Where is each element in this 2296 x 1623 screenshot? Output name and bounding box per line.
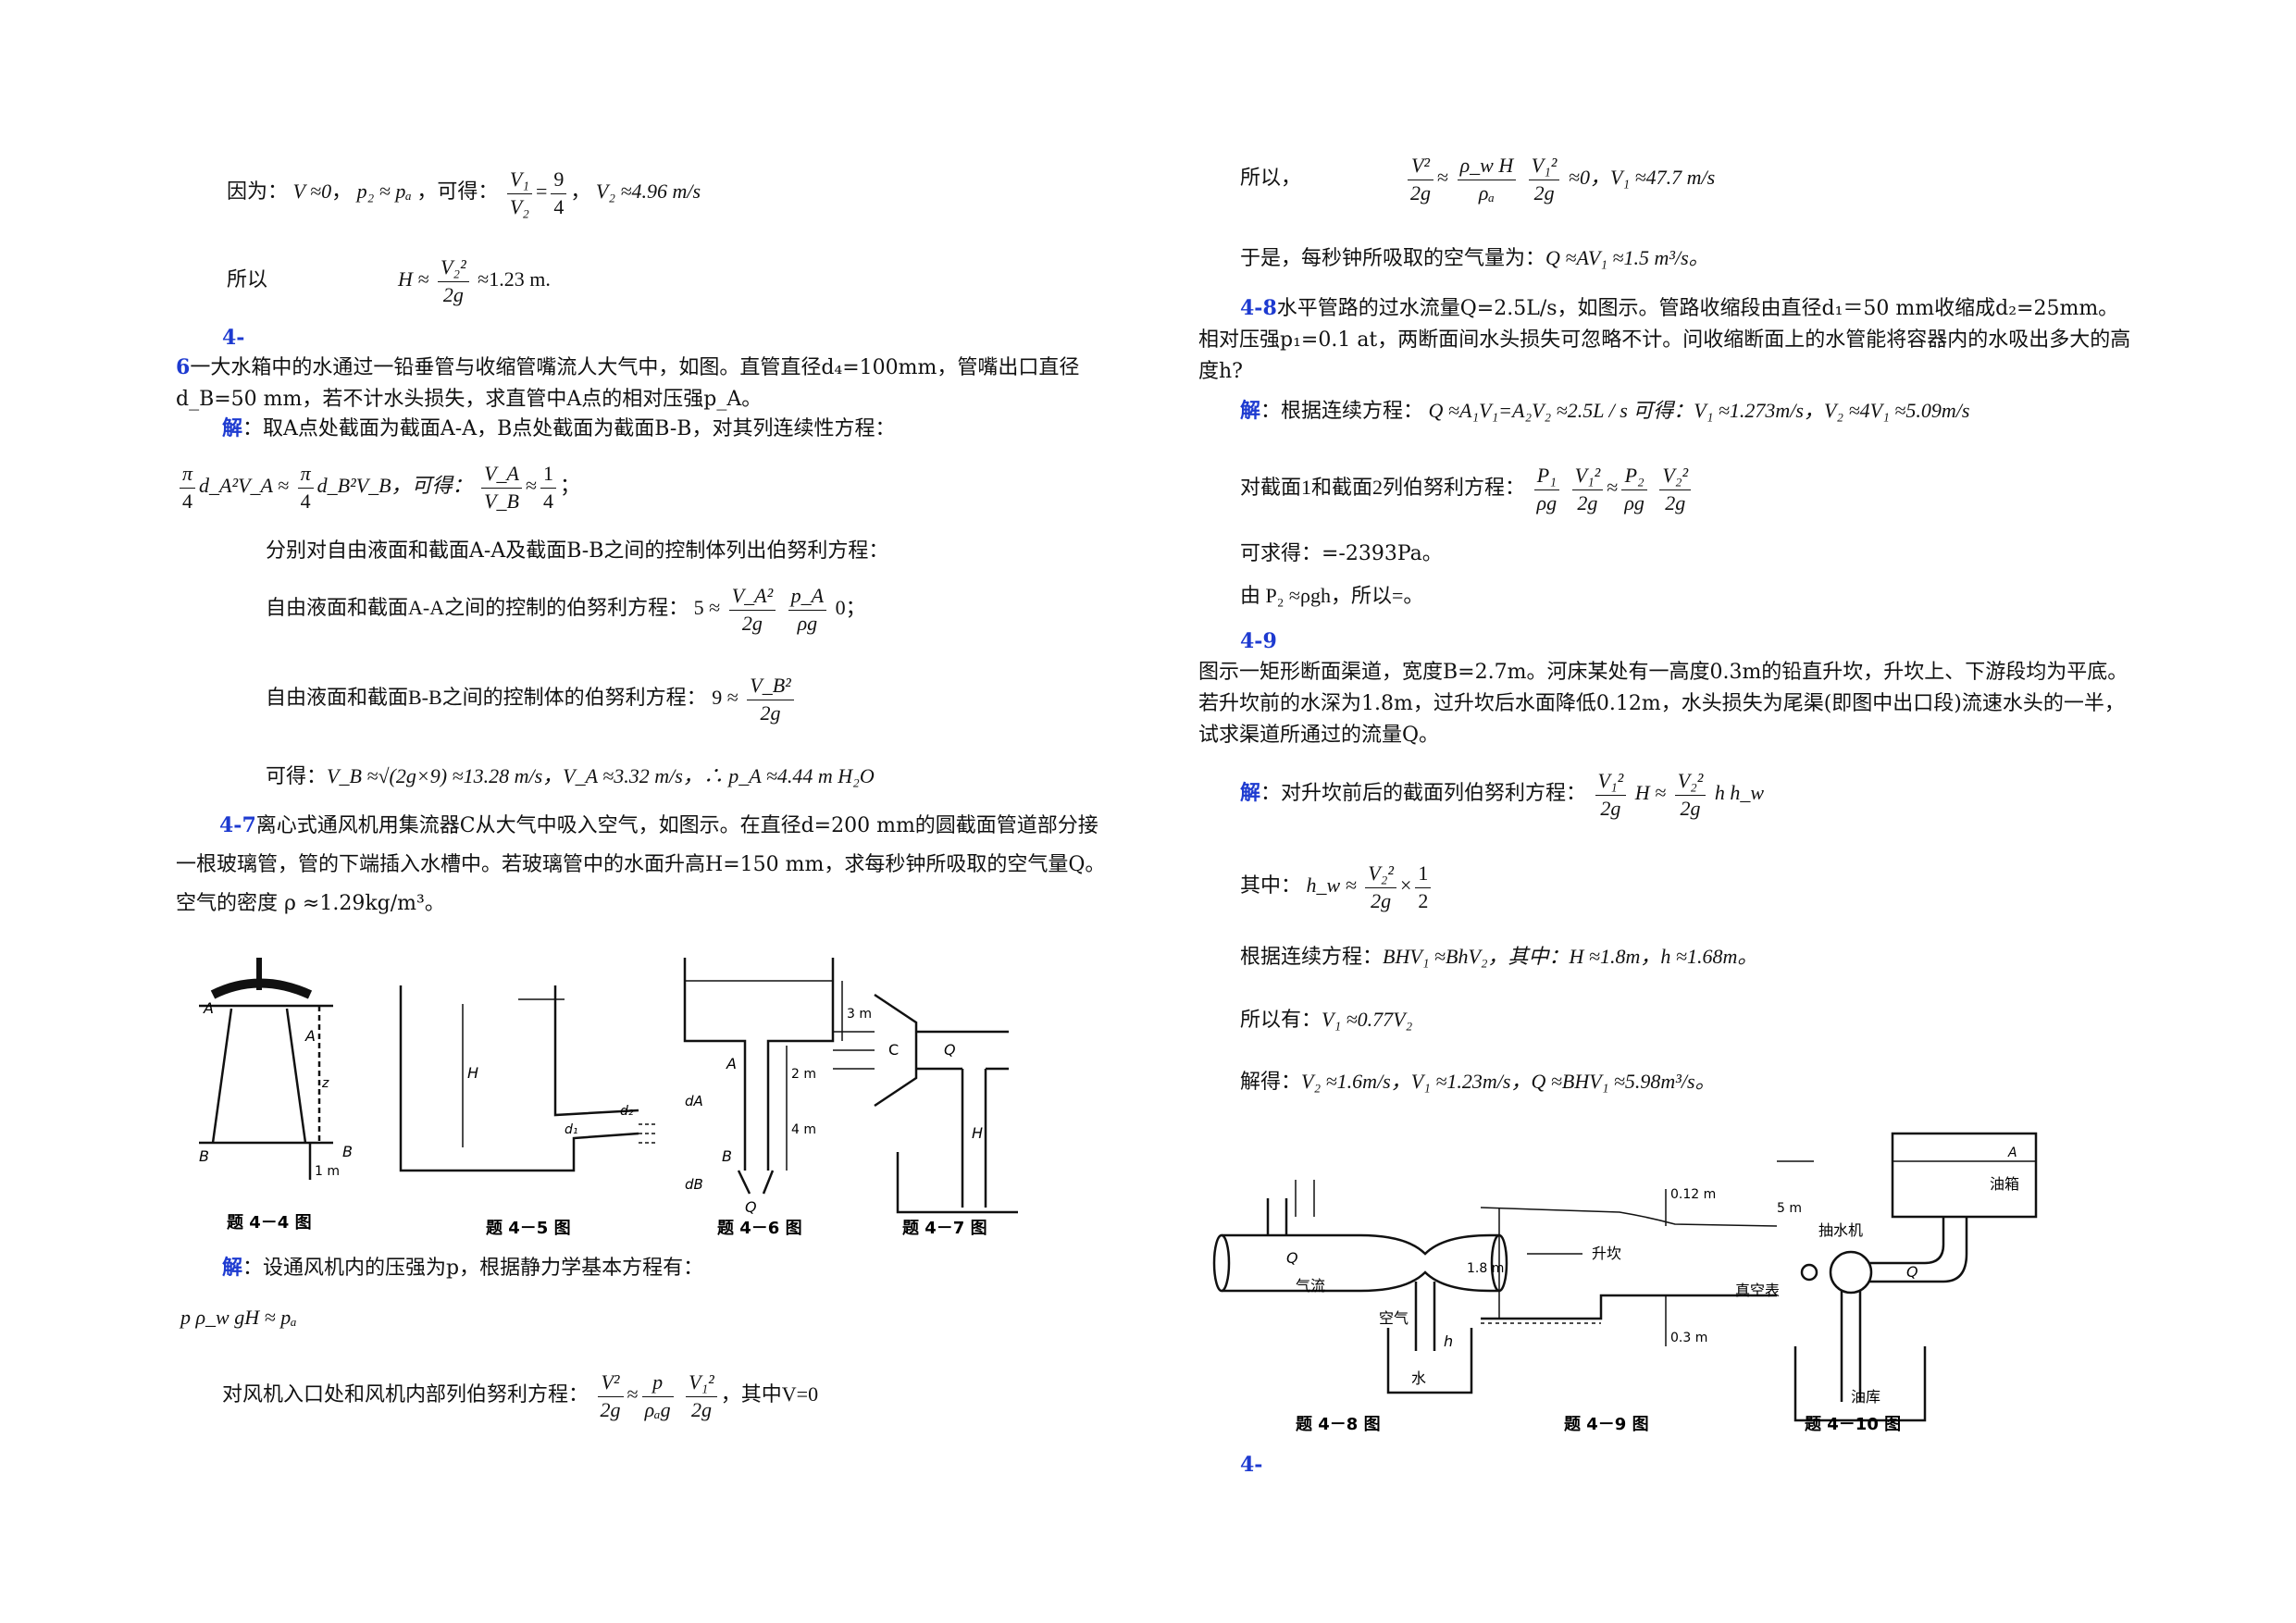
- problem-4-6-text: 6一大水箱中的水通过一铅垂管与收缩管嘴流人大气中，如图。直管直径d₄=100mm…: [176, 355, 1080, 412]
- figure-4-4-to-4-7: A A B B z 1 m 题 4－4 图 H d₁ d₂ 题 4－5 图 3 …: [199, 958, 1018, 1238]
- label-flow: 气流: [1296, 1277, 1325, 1295]
- svg-text:Q: Q: [1906, 1263, 1918, 1281]
- svg-text:4 m: 4 m: [791, 1122, 816, 1137]
- caption-4-5: 题 4－5 图: [486, 1219, 571, 1238]
- svg-text:2 m: 2 m: [791, 1067, 816, 1082]
- svg-text:dA: dA: [685, 1093, 703, 1109]
- svg-text:H: H: [972, 1124, 983, 1142]
- label-water: 水: [1411, 1369, 1426, 1387]
- problem-4-9-text: 图示一矩形断面渠道，宽度B=2.7m。河床某处有一高度0.3m的铅直升坎，升坎上…: [1198, 661, 2128, 748]
- svg-text:3 m: 3 m: [847, 1007, 872, 1022]
- svg-text:B: B: [722, 1147, 732, 1165]
- result-4-8a: 可求得：=-2393Pa。: [1240, 542, 1443, 565]
- label-air: 空气: [1379, 1309, 1409, 1327]
- svg-text:Q: Q: [944, 1041, 956, 1059]
- label-gauge: 真空表: [1735, 1282, 1780, 1299]
- result-4-8b: 由 P₂ ≈ρgh，所以=。: [1240, 584, 1424, 607]
- caption-4-8: 题 4－8 图: [1296, 1415, 1381, 1434]
- problem-4-6-label: 4-: [222, 326, 245, 350]
- figure-4-8-to-4-10: Q 气流 空气 水 h 题 4－8 图 升坎 1.8 m 0.12 m 0.3 …: [1212, 1132, 2038, 1434]
- label-store: 油库: [1851, 1388, 1880, 1406]
- svg-text:d₂: d₂: [620, 1104, 634, 1119]
- svg-text:d₁: d₁: [565, 1122, 578, 1137]
- trailing-label: 4-: [1240, 1453, 1263, 1477]
- label-5m: 5 m: [1777, 1201, 1802, 1216]
- caption-4-4: 题 4－4 图: [227, 1213, 312, 1233]
- continuity-4-9: 根据连续方程：BHV₁ ≈BhV₂，其中：H ≈1.8m，h ≈1.68m。: [1240, 945, 1758, 968]
- svg-text:1 m: 1 m: [315, 1164, 340, 1179]
- svg-text:dB: dB: [685, 1176, 703, 1193]
- label-012m: 0.12 m: [1670, 1187, 1716, 1202]
- caption-4-7: 题 4－7 图: [902, 1219, 987, 1238]
- problem-4-8-text: 4-8水平管路的过水流量Q=2.5L/s，如图示。管路收缩段由直径d₁＝50 m…: [1198, 296, 2131, 384]
- svg-text:H: H: [467, 1064, 478, 1082]
- svg-text:A: A: [304, 1027, 316, 1045]
- svg-text:A: A: [203, 999, 214, 1017]
- svg-text:Q: Q: [1286, 1249, 1298, 1267]
- svg-text:A: A: [2007, 1146, 2017, 1160]
- answer-4-9: 解得：V₂ ≈1.6m/s，V₁ ≈1.23m/s，Q ≈BHV₁ ≈5.98m…: [1240, 1070, 1716, 1093]
- static-eq: p ρ_w gH ≈ pₐ: [180, 1306, 297, 1329]
- label-03m: 0.3 m: [1670, 1331, 1707, 1345]
- bernoulli-intro: 分别对自由液面和截面A-A及截面B-B之间的控制体列出伯努利方程：: [266, 539, 889, 563]
- so-4-9: 所以有：V₁ ≈0.77V₂: [1240, 1008, 1413, 1031]
- svg-text:C: C: [888, 1041, 899, 1059]
- solution-4-6: 解：取A点处截面为截面A-A，B点处截面为截面B-B，对其列连续性方程：: [222, 416, 896, 440]
- problem-4-7-text: 4-7离心式通风机用集流器C从大气中吸入空气，如图示。在直径d=200 mm的圆…: [176, 813, 1106, 915]
- result-4-6: 可得：V_B ≈√(2g×9) ≈13.28 m/s，V_A ≈3.32 m/s…: [266, 764, 875, 787]
- caption-4-6: 题 4－6 图: [717, 1219, 802, 1238]
- r-line-air: 于是，每秒钟所吸取的空气量为：Q ≈AV₁ ≈1.5 m³/s。: [1240, 246, 1709, 269]
- solution-4-7: 解：设通风机内的压强为p，根据静力学基本方程有：: [222, 1256, 704, 1280]
- label-sill: 升坎: [1592, 1245, 1621, 1262]
- svg-text:h: h: [1444, 1332, 1453, 1350]
- label-pump: 抽水机: [1818, 1221, 1863, 1239]
- svg-text:Q: Q: [745, 1198, 757, 1216]
- svg-text:B: B: [199, 1147, 209, 1165]
- svg-text:A: A: [726, 1055, 737, 1072]
- problem-4-9-label: 4-9: [1240, 629, 1277, 653]
- svg-text:z: z: [321, 1076, 329, 1091]
- svg-text:B: B: [342, 1143, 353, 1160]
- solution-4-8: 解：根据连续方程： Q ≈A₁V₁=A₂V₂ ≈2.5L / s 可得：V₁ ≈…: [1240, 399, 1970, 422]
- caption-4-9: 题 4－9 图: [1564, 1415, 1649, 1434]
- caption-4-10: 题 4－10 图: [1805, 1415, 1901, 1434]
- label-tank: 油箱: [1990, 1175, 2019, 1193]
- label-18m: 1.8 m: [1467, 1261, 1504, 1276]
